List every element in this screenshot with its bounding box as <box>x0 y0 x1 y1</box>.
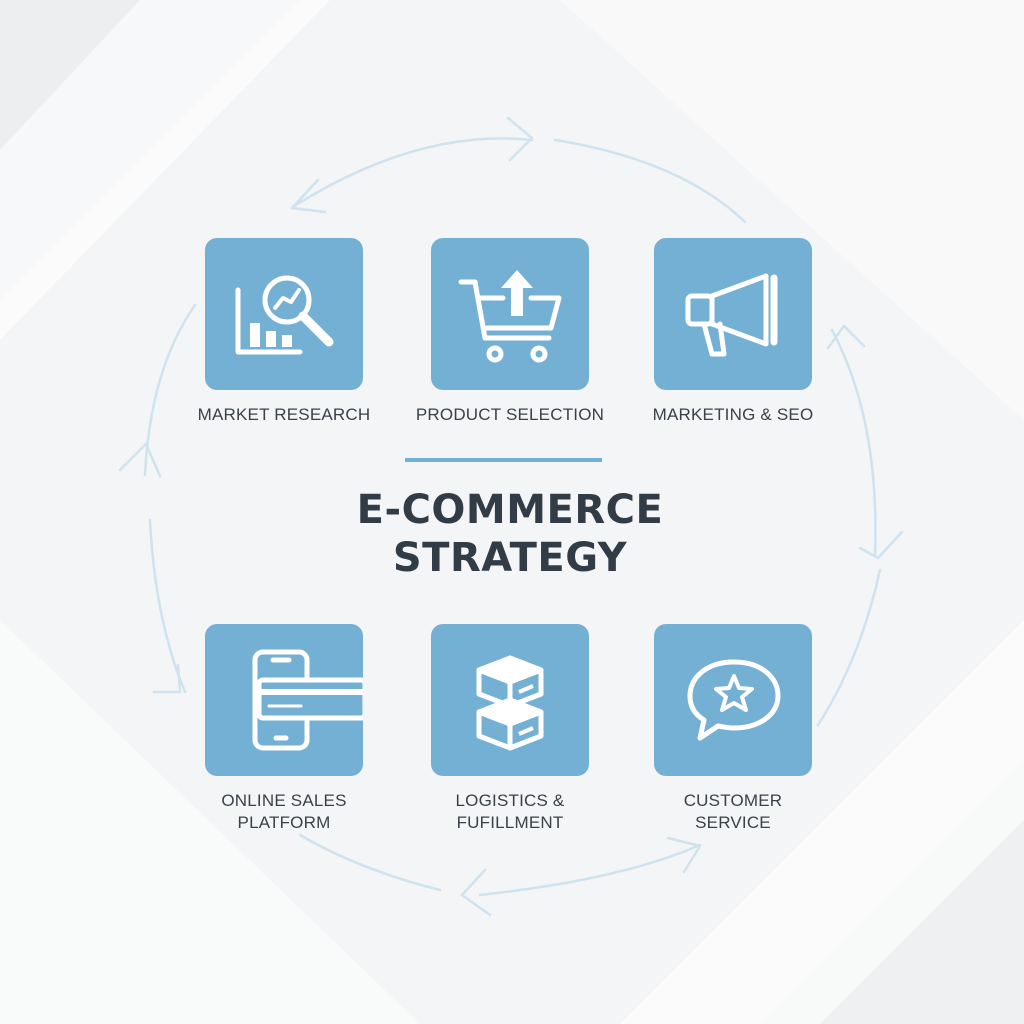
title-divider <box>405 458 602 462</box>
phone-card-icon <box>252 649 363 751</box>
step-customer-service: CUSTOMER SERVICE <box>603 624 863 834</box>
cycle-arrowhead-bottom-right <box>666 836 702 874</box>
product-selection-label: PRODUCT SELECTION <box>415 405 605 424</box>
step-online-sales-platform: ONLINE SALES PLATFORM <box>154 624 414 834</box>
title-line-2: STRATEGY <box>392 535 628 581</box>
logistics-tile <box>431 624 589 776</box>
step-market-research: MARKET RESEARCH <box>154 238 414 426</box>
cycle-arrow-right-lower <box>816 568 882 727</box>
cycle-arrow-top-right <box>553 138 747 224</box>
logistics-label: LOGISTICS & FUFILLMENT <box>455 791 565 832</box>
marketing-seo-tile <box>654 238 812 390</box>
cycle-arrow-bottom-left <box>298 833 442 892</box>
product-selection-tile <box>431 238 589 390</box>
cycle-arrow-bottom-right <box>478 843 702 897</box>
megaphone-icon <box>685 273 778 357</box>
online-sales-tile <box>205 624 363 776</box>
cycle-arrowhead-bottom-left <box>460 868 492 917</box>
magnifier-chart-icon <box>235 275 334 355</box>
cycle-arrowhead-top-left <box>290 178 327 214</box>
cycle-arrowhead-right-upper <box>826 324 866 350</box>
chat-star-icon <box>687 659 781 741</box>
online-sales-label: ONLINE SALES PLATFORM <box>221 791 347 832</box>
cycle-arrow-left-upper <box>143 303 197 477</box>
cycle-arrow-top-left <box>294 137 534 207</box>
diagram-title: E-COMMERCE STRATEGY <box>300 486 720 582</box>
step-marketing-seo: MARKETING & SEO <box>603 238 863 426</box>
customer-service-label: CUSTOMER SERVICE <box>683 791 783 832</box>
cycle-arrowhead-right-mid <box>858 530 904 560</box>
customer-service-tile <box>654 624 812 776</box>
cart-upload-icon <box>458 270 562 363</box>
cycle-arrowhead-left-upper <box>118 442 162 478</box>
step-logistics-fulfillment: LOGISTICS & FUFILLMENT <box>380 624 640 834</box>
step-product-selection: PRODUCT SELECTION <box>380 238 640 426</box>
title-line-1: E-COMMERCE <box>356 487 664 533</box>
marketing-seo-label: MARKETING & SEO <box>652 405 814 424</box>
market-research-label: MARKET RESEARCH <box>197 405 371 424</box>
cycle-arrowhead-left-lower <box>152 663 182 694</box>
market-research-tile <box>205 238 363 390</box>
boxes-icon <box>476 655 544 751</box>
cycle-arrow-right-upper <box>830 328 877 557</box>
cycle-arrowhead-top-notch <box>506 116 534 162</box>
